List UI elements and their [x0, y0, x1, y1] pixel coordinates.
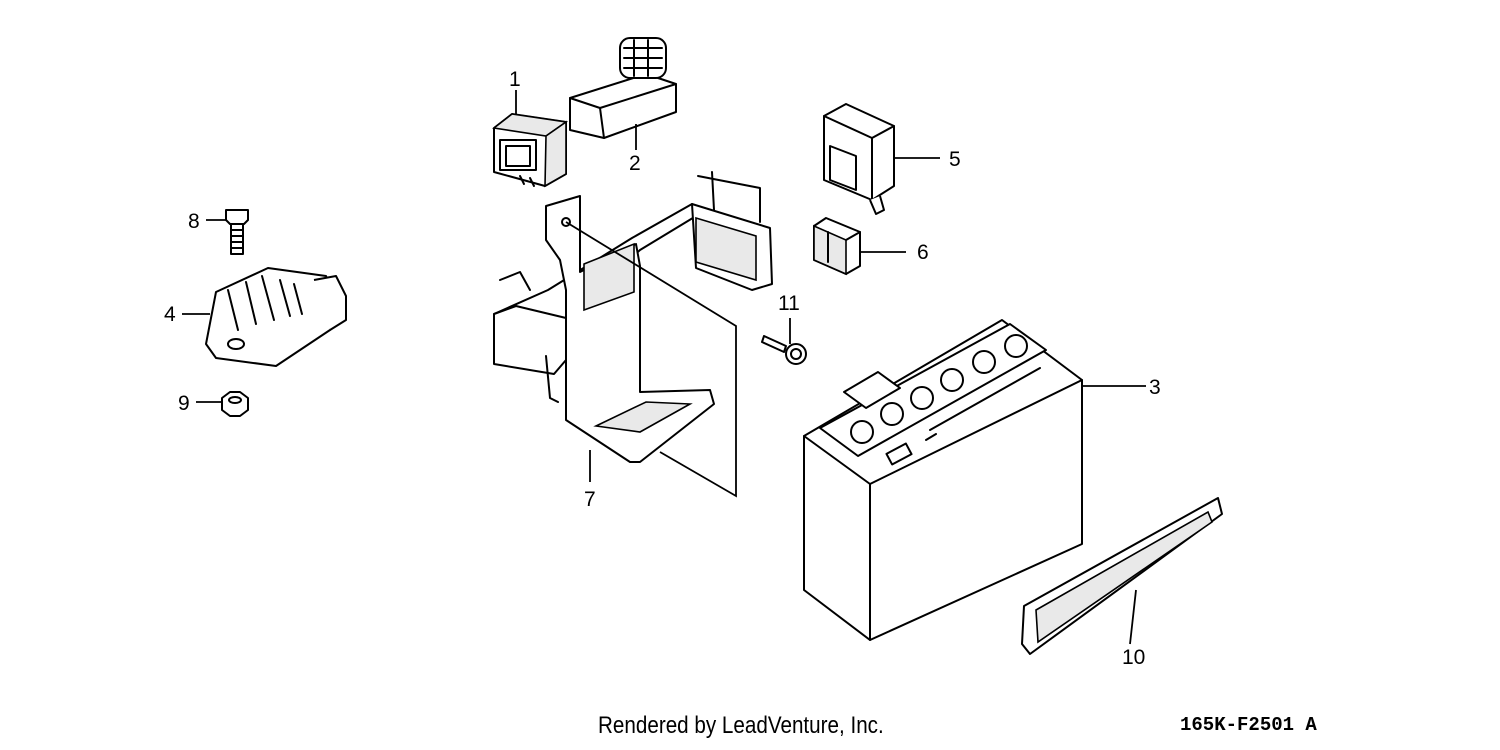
callout-6: 6 — [917, 241, 929, 264]
callout-2: 2 — [629, 152, 641, 175]
part-nut[interactable] — [221, 391, 249, 417]
part-battery-bracket[interactable] — [493, 171, 773, 463]
part-battery-band[interactable] — [1021, 497, 1223, 655]
callout-10: 10 — [1122, 646, 1145, 669]
callout-8: 8 — [188, 210, 200, 233]
callout-4: 4 — [164, 303, 176, 326]
leader-lines — [182, 90, 1146, 645]
part-relay-small[interactable] — [492, 113, 569, 188]
part-flange-bolt[interactable] — [761, 335, 807, 365]
part-module-connector[interactable] — [569, 37, 677, 139]
callout-7: 7 — [584, 488, 596, 511]
part-cap[interactable] — [813, 217, 861, 276]
rendered-by-credit: Rendered by LeadVenture, Inc. — [598, 712, 884, 739]
battery-terminals — [850, 334, 1028, 444]
part-bolt[interactable] — [225, 209, 249, 255]
part-flasher-unit[interactable] — [823, 103, 895, 215]
part-regulator-rectifier[interactable] — [205, 267, 347, 367]
diagram-code: 165K-F2501 A — [1180, 714, 1317, 736]
callout-9: 9 — [178, 392, 190, 415]
callout-5: 5 — [949, 148, 961, 171]
callout-1: 1 — [509, 68, 521, 91]
part-battery[interactable] — [803, 319, 1083, 641]
callout-11: 11 — [778, 292, 800, 315]
callout-3: 3 — [1149, 376, 1161, 399]
